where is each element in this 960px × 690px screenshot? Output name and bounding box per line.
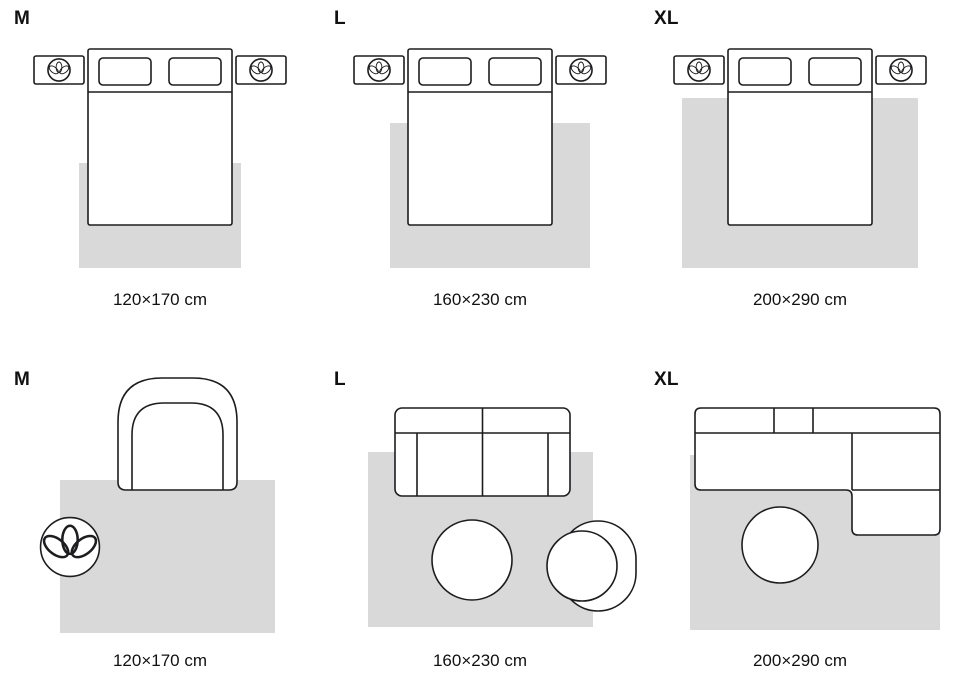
size-caption: 120×170 cm xyxy=(112,290,208,309)
size-caption: 120×170 cm xyxy=(112,651,208,670)
nightstand-plant-icon xyxy=(354,56,404,84)
panel-bedroom-m: M 120×170 cm xyxy=(0,0,320,345)
size-label: XL xyxy=(654,369,679,390)
nightstand-plant-icon xyxy=(236,56,286,84)
size-caption: 160×230 cm xyxy=(432,651,528,670)
plant-icon xyxy=(39,516,101,578)
coffee-table xyxy=(742,507,818,583)
size-caption: 200×290 cm xyxy=(752,651,848,670)
bedroom-m-diagram xyxy=(0,48,320,268)
size-label: L xyxy=(334,8,346,29)
panel-bedroom-xl: XL 200×290 cm xyxy=(640,0,960,345)
panel-living-xl: XL 200×290 cm xyxy=(640,345,960,690)
size-label: M xyxy=(14,8,31,29)
nightstand-plant-icon xyxy=(674,56,724,84)
coffee-table xyxy=(432,520,512,600)
bed xyxy=(727,48,873,226)
nightstand-plant-icon xyxy=(34,56,84,84)
bedroom-l-diagram xyxy=(320,48,640,268)
nightstand-plant-icon xyxy=(876,56,926,84)
size-label: L xyxy=(334,369,346,390)
sectional-sofa xyxy=(695,408,940,535)
size-label: M xyxy=(14,369,31,390)
nightstand-plant-icon xyxy=(556,56,606,84)
panel-living-l: L 160×230 cm xyxy=(320,345,640,690)
size-caption: 200×290 cm xyxy=(752,290,848,309)
bed xyxy=(87,48,233,226)
bed xyxy=(407,48,553,226)
armchair xyxy=(547,521,636,611)
living-xl-diagram xyxy=(690,345,960,630)
panel-bedroom-l: L 160×230 cm xyxy=(320,0,640,345)
living-m-diagram xyxy=(39,345,275,633)
living-l-diagram xyxy=(368,345,640,627)
panel-living-m: M 120×170 cm xyxy=(0,345,320,690)
size-caption: 160×230 cm xyxy=(432,290,528,309)
bedroom-xl-diagram xyxy=(640,48,960,268)
sofa xyxy=(395,408,570,496)
armchair xyxy=(118,378,237,490)
size-label: XL xyxy=(654,8,679,29)
